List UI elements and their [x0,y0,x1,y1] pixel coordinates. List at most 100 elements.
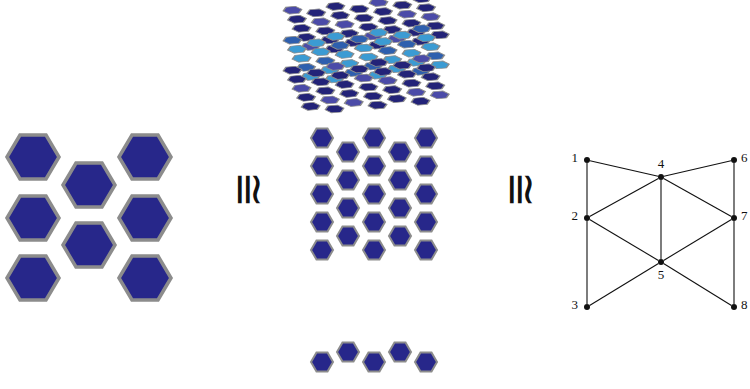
hexagon [310,78,332,87]
graph-edge [586,221,587,304]
large-hexagons [7,135,171,300]
hexagon [377,16,399,25]
hexagon [415,157,437,176]
hexagon [291,84,313,93]
hexagon-layer [281,0,453,55]
graph-edge [664,264,732,306]
hexagon-layer [281,24,453,85]
hexagon [415,185,437,204]
hexagon [348,65,370,74]
hexagon [415,3,437,12]
hexagon [386,94,408,103]
hexagon [63,163,115,207]
hexagon [119,135,171,179]
hexagon [410,24,432,33]
hexagon [300,102,322,111]
hexagon [353,74,375,83]
hexagon [363,157,385,176]
vertex-number: 3 [572,298,579,312]
graph-edge [590,161,658,177]
hexagon [311,185,333,204]
graph-vertex: 2 [584,215,590,221]
hexagon [367,0,389,7]
hexagon [281,6,303,15]
hexagon [7,135,59,179]
hexagon [381,85,403,94]
graph-edge [590,178,659,216]
graph-vertex: 7 [731,215,737,221]
hexagon [391,1,413,10]
hexagon [310,48,332,57]
hexagon [291,54,313,63]
hexagon [311,213,333,232]
hexagon [329,41,351,50]
hexagon [367,58,389,67]
hexagon [286,75,308,84]
hexagon [334,20,356,29]
hexagon [420,72,442,81]
hexagon [389,171,411,190]
hexagon [329,11,351,20]
hexagon [348,5,370,14]
hexagon [324,32,346,41]
hexagon [310,18,332,27]
hexagon [389,143,411,162]
graph-edge [664,161,731,177]
hexagon [415,241,437,260]
hexagon [281,66,303,75]
hexagon [311,353,333,372]
vertex-number: 4 [658,157,665,171]
hexagon [429,91,451,100]
graph-edge [664,220,732,261]
graph-edge [664,178,732,216]
hexagon [415,33,437,42]
graph-edge [590,220,659,261]
graph-vertex: 6 [731,157,737,163]
hexagon-layer [281,54,453,115]
hexagon [389,343,411,362]
vertex-number: 6 [741,151,748,165]
vertex-number: 5 [658,268,665,282]
graph-vertex: 1 [584,157,590,163]
vertex-number: 2 [572,209,579,223]
hexagon [337,343,359,362]
hexagon [311,157,333,176]
hexagon [424,81,446,90]
hexagon [363,353,385,372]
hexagon [363,129,385,148]
hexagon [337,171,359,190]
hexagon [348,35,370,44]
hexagon [357,83,379,92]
hexagon [396,10,418,19]
graph-edge [733,163,734,215]
graph-edge [660,180,661,259]
hexagon [329,71,351,80]
hexagon [410,54,432,63]
graph-vertex: 3 [584,304,590,310]
hexagon [7,256,59,300]
hexagon [343,98,365,107]
hexagon [396,40,418,49]
hexagon [281,36,303,45]
hexagon [337,143,359,162]
hexagon [337,227,359,246]
hexagon [314,87,336,96]
hexagon [334,80,356,89]
hexagon [338,89,360,98]
hexagon [405,88,427,97]
hexagon [291,24,313,33]
graph-vertex: 5 [658,259,664,265]
hexagon [396,70,418,79]
hexagon [420,12,442,21]
hexagon [389,227,411,246]
hexagon [119,196,171,240]
hexagon [324,62,346,71]
hexagon [363,213,385,232]
hexagon-row [311,343,437,372]
graph-edge [733,221,734,304]
hexagon [391,31,413,40]
hexagon [415,213,437,232]
